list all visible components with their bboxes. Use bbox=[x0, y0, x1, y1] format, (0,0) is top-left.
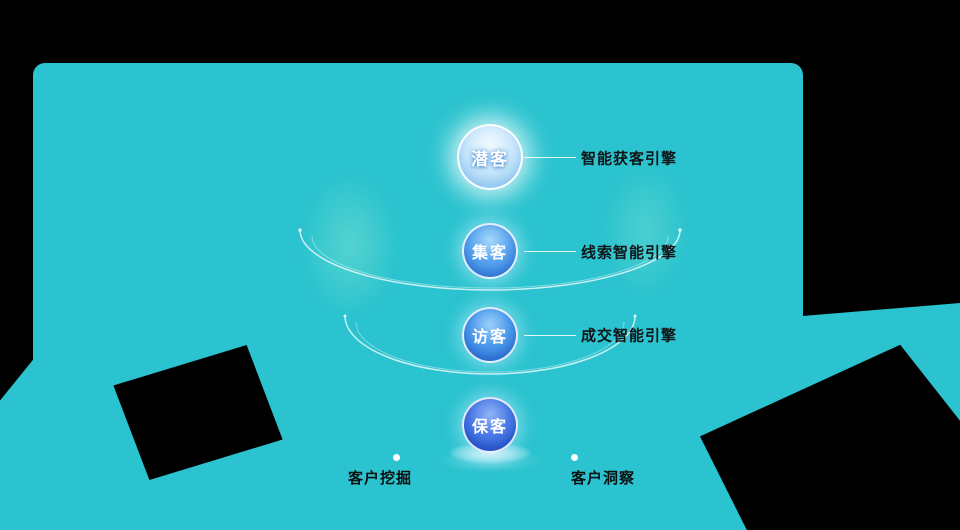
connector-line-3 bbox=[524, 335, 576, 336]
stage-bubble-3: 访客 bbox=[462, 307, 518, 363]
connector-line-2 bbox=[524, 251, 576, 252]
teal-wedge-left bbox=[0, 345, 45, 530]
engine-label-3: 成交智能引擎 bbox=[581, 327, 678, 345]
connector-line-1 bbox=[524, 157, 576, 158]
bullet-dot-1 bbox=[393, 454, 400, 461]
stage-label: 潜客 bbox=[471, 149, 509, 169]
stage-label: 集客 bbox=[471, 245, 508, 262]
stage-bubble-2: 集客 bbox=[462, 223, 518, 279]
stage-bubble-1: 潜客 bbox=[457, 124, 523, 190]
stage-bubble-4: 保客 bbox=[462, 397, 518, 453]
footer-label-1: 客户挖掘 bbox=[348, 470, 413, 487]
engine-label-1: 智能获客引擎 bbox=[581, 150, 678, 168]
footer-label-2: 客户洞察 bbox=[571, 470, 636, 487]
bullet-dot-2 bbox=[571, 454, 578, 461]
engine-label-2: 线索智能引擎 bbox=[581, 244, 678, 262]
stage-label: 访客 bbox=[471, 329, 508, 346]
stage-label: 保客 bbox=[471, 419, 508, 436]
glow-pad-inner bbox=[449, 443, 531, 463]
